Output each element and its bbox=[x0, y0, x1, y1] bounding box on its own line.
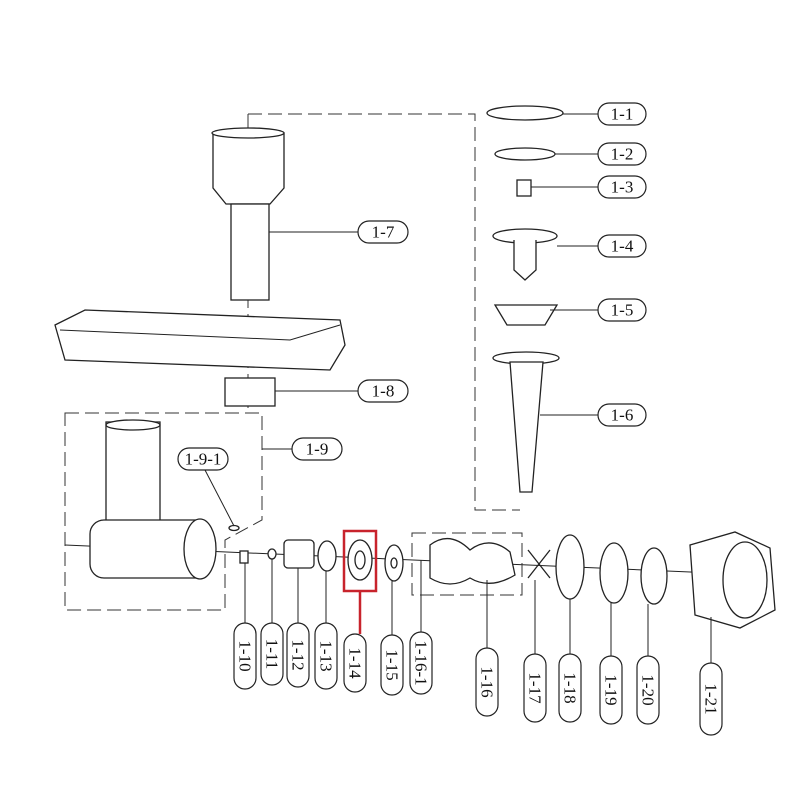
label-1-17: 1-17 bbox=[523, 653, 547, 723]
label-1-21: 1-21 bbox=[699, 662, 723, 736]
svg-text:1-13: 1-13 bbox=[317, 640, 336, 671]
right-column-parts bbox=[486, 105, 564, 493]
bottom-row-parts bbox=[239, 531, 776, 629]
label-1-1: 1-1 bbox=[597, 102, 647, 126]
svg-text:1-9-1: 1-9-1 bbox=[185, 450, 222, 469]
svg-text:1-8: 1-8 bbox=[372, 382, 395, 401]
svg-text:1-16-1: 1-16-1 bbox=[412, 640, 431, 685]
svg-text:1-18: 1-18 bbox=[561, 672, 580, 703]
svg-text:1-10: 1-10 bbox=[236, 640, 255, 671]
svg-text:1-11: 1-11 bbox=[263, 639, 282, 670]
label-1-8: 1-8 bbox=[357, 379, 409, 403]
label-1-11: 1-11 bbox=[260, 622, 284, 686]
label-1-9-1: 1-9-1 bbox=[177, 447, 229, 471]
label-1-7: 1-7 bbox=[357, 220, 409, 244]
svg-text:1-15: 1-15 bbox=[383, 649, 402, 680]
part-tray bbox=[54, 309, 346, 407]
label-1-2: 1-2 bbox=[597, 142, 647, 166]
label-1-16-1: 1-16-1 bbox=[409, 631, 433, 695]
part-grinder-body bbox=[89, 419, 240, 580]
svg-text:1-20: 1-20 bbox=[639, 674, 658, 705]
label-1-16: 1-16 bbox=[475, 647, 499, 717]
svg-text:1-16: 1-16 bbox=[478, 666, 497, 697]
label-1-13: 1-13 bbox=[314, 622, 338, 690]
label-1-10: 1-10 bbox=[233, 622, 257, 690]
part-pusher bbox=[211, 127, 285, 301]
svg-text:1-12: 1-12 bbox=[289, 639, 308, 670]
svg-text:1-9: 1-9 bbox=[306, 440, 329, 459]
svg-text:1-1: 1-1 bbox=[611, 105, 634, 124]
highlight-part-1-14 bbox=[342, 529, 378, 634]
svg-text:1-14: 1-14 bbox=[346, 647, 365, 679]
label-1-5: 1-5 bbox=[597, 298, 647, 322]
label-1-3: 1-3 bbox=[597, 175, 647, 199]
label-1-4: 1-4 bbox=[597, 234, 647, 258]
label-1-15: 1-15 bbox=[380, 634, 404, 696]
svg-text:1-21: 1-21 bbox=[702, 683, 721, 714]
svg-text:1-19: 1-19 bbox=[602, 674, 621, 705]
svg-text:1-3: 1-3 bbox=[611, 178, 634, 197]
svg-text:1-2: 1-2 bbox=[611, 145, 634, 164]
label-1-19: 1-19 bbox=[599, 655, 623, 725]
label-1-9: 1-9 bbox=[291, 437, 343, 461]
label-1-14: 1-14 bbox=[343, 633, 367, 693]
label-1-18: 1-18 bbox=[558, 653, 582, 723]
label-1-12: 1-12 bbox=[286, 622, 310, 688]
svg-text:1-4: 1-4 bbox=[611, 237, 634, 256]
label-1-6: 1-6 bbox=[597, 403, 647, 427]
svg-text:1-7: 1-7 bbox=[372, 223, 395, 242]
svg-text:1-5: 1-5 bbox=[611, 301, 634, 320]
svg-text:1-6: 1-6 bbox=[611, 406, 634, 425]
svg-text:1-17: 1-17 bbox=[526, 672, 545, 704]
label-1-20: 1-20 bbox=[636, 655, 660, 725]
leader-lines bbox=[204, 113, 712, 663]
